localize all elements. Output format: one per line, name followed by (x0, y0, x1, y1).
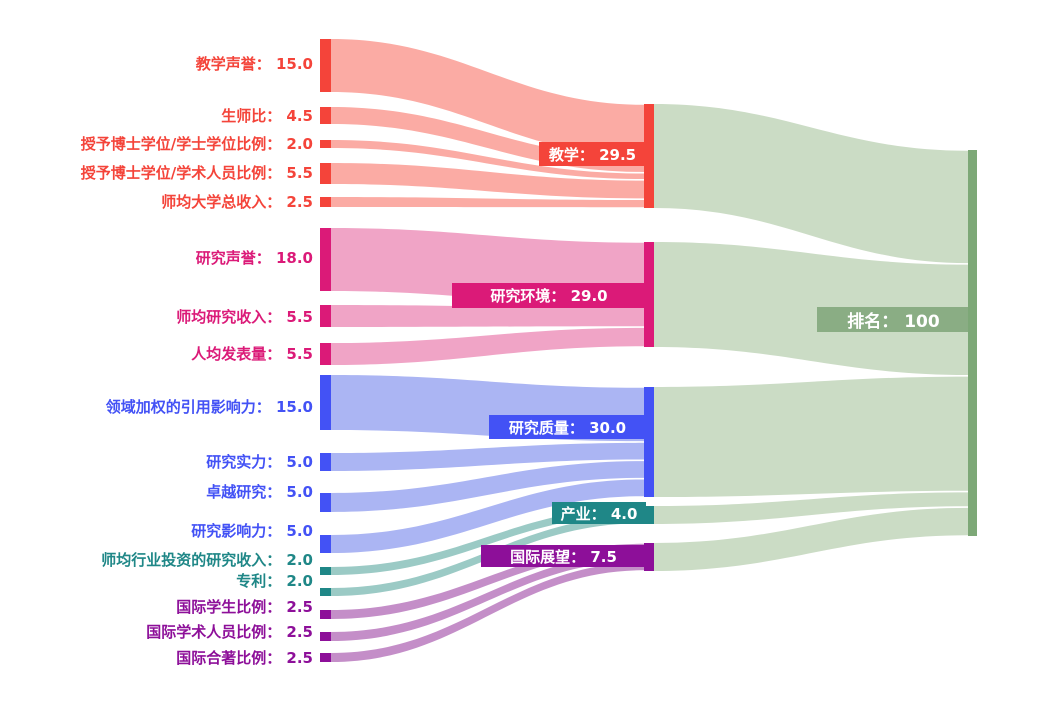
source-label-international-outlook-3: 国际合著比例： 2.5 (176, 649, 313, 668)
category-label-box-research-environment: 研究环境： 29.0 (452, 283, 646, 308)
flow-international-outlook-1 (331, 543, 644, 619)
flow-teaching-4 (331, 163, 644, 199)
source-label-research-quality-2: 研究实力： 5.0 (206, 453, 313, 472)
source-node-international-outlook-3 (320, 653, 331, 662)
flow-teaching-to-final (654, 104, 968, 264)
flow-international-outlook-3 (331, 562, 644, 662)
source-label-research-environment-2: 师均研究收入： 5.5 (176, 308, 313, 327)
flow-industry-to-final (654, 492, 968, 524)
source-node-international-outlook-2 (320, 632, 331, 641)
category-label-box-international-outlook: 国际展望： 7.5 (481, 545, 646, 567)
source-label-international-outlook-2: 国际学术人员比例： 2.5 (146, 623, 313, 642)
flow-research-environment-to-final (654, 242, 968, 376)
source-label-international-outlook-1: 国际学生比例： 2.5 (176, 598, 313, 617)
final-node-ranking (968, 150, 977, 536)
flow-research-quality-to-final (654, 376, 968, 497)
final-label-box-ranking: 排名： 100 (817, 307, 970, 332)
flow-teaching-5 (331, 197, 644, 208)
flow-international-outlook-to-final (654, 507, 968, 571)
flow-research-environment-3 (331, 327, 644, 365)
category-label-box-teaching: 教学： 29.5 (539, 142, 646, 166)
source-node-research-quality-2 (320, 453, 331, 471)
source-label-research-quality-1: 领域加权的引用影响力： 15.0 (105, 398, 313, 417)
flow-research-quality-4 (331, 479, 644, 553)
source-label-industry-2: 专利： 2.0 (236, 572, 313, 591)
category-label-box-research-quality: 研究质量： 30.0 (489, 415, 646, 439)
category-node-teaching (644, 104, 654, 208)
source-node-research-environment-3 (320, 343, 331, 365)
source-label-research-environment-3: 人均发表量： 5.5 (191, 345, 313, 364)
source-node-teaching-4 (320, 163, 331, 184)
source-label-research-quality-3: 卓越研究： 5.0 (206, 483, 313, 502)
source-label-teaching-2: 生师比： 4.5 (221, 107, 313, 126)
source-label-research-quality-4: 研究影响力： 5.0 (191, 522, 313, 541)
source-node-research-environment-2 (320, 305, 331, 327)
flow-industry-1 (331, 506, 644, 575)
source-node-industry-2 (320, 588, 331, 596)
source-node-research-quality-3 (320, 493, 331, 512)
flow-teaching-1 (331, 39, 644, 157)
source-node-teaching-1 (320, 39, 331, 92)
source-node-international-outlook-1 (320, 610, 331, 619)
category-node-research-quality (644, 387, 654, 497)
source-label-industry-1: 师均行业投资的研究收入： 2.0 (101, 551, 313, 570)
source-node-teaching-3 (320, 140, 331, 148)
source-label-teaching-4: 授予博士学位/学术人员比例： 5.5 (80, 164, 313, 183)
source-node-research-environment-1 (320, 228, 331, 291)
category-node-international-outlook (644, 543, 654, 571)
source-node-research-quality-4 (320, 535, 331, 553)
source-label-teaching-1: 教学声誉： 15.0 (195, 55, 313, 74)
flow-research-environment-2 (331, 305, 644, 327)
category-node-industry (644, 506, 654, 524)
source-node-teaching-2 (320, 107, 331, 124)
flow-teaching-3 (331, 140, 644, 179)
source-node-industry-1 (320, 567, 331, 575)
category-label-box-industry: 产业： 4.0 (552, 502, 646, 524)
source-label-teaching-3: 授予博士学位/学士学位比例： 2.0 (80, 135, 313, 154)
source-label-research-environment-1: 研究声誉： 18.0 (195, 249, 313, 268)
source-node-research-quality-1 (320, 375, 331, 430)
flow-research-quality-2 (331, 442, 644, 471)
category-node-research-environment (644, 242, 654, 347)
source-node-teaching-5 (320, 197, 331, 207)
source-label-teaching-5: 师均大学总收入： 2.5 (161, 193, 313, 212)
flow-international-outlook-2 (331, 553, 644, 641)
flow-research-quality-3 (331, 461, 644, 512)
